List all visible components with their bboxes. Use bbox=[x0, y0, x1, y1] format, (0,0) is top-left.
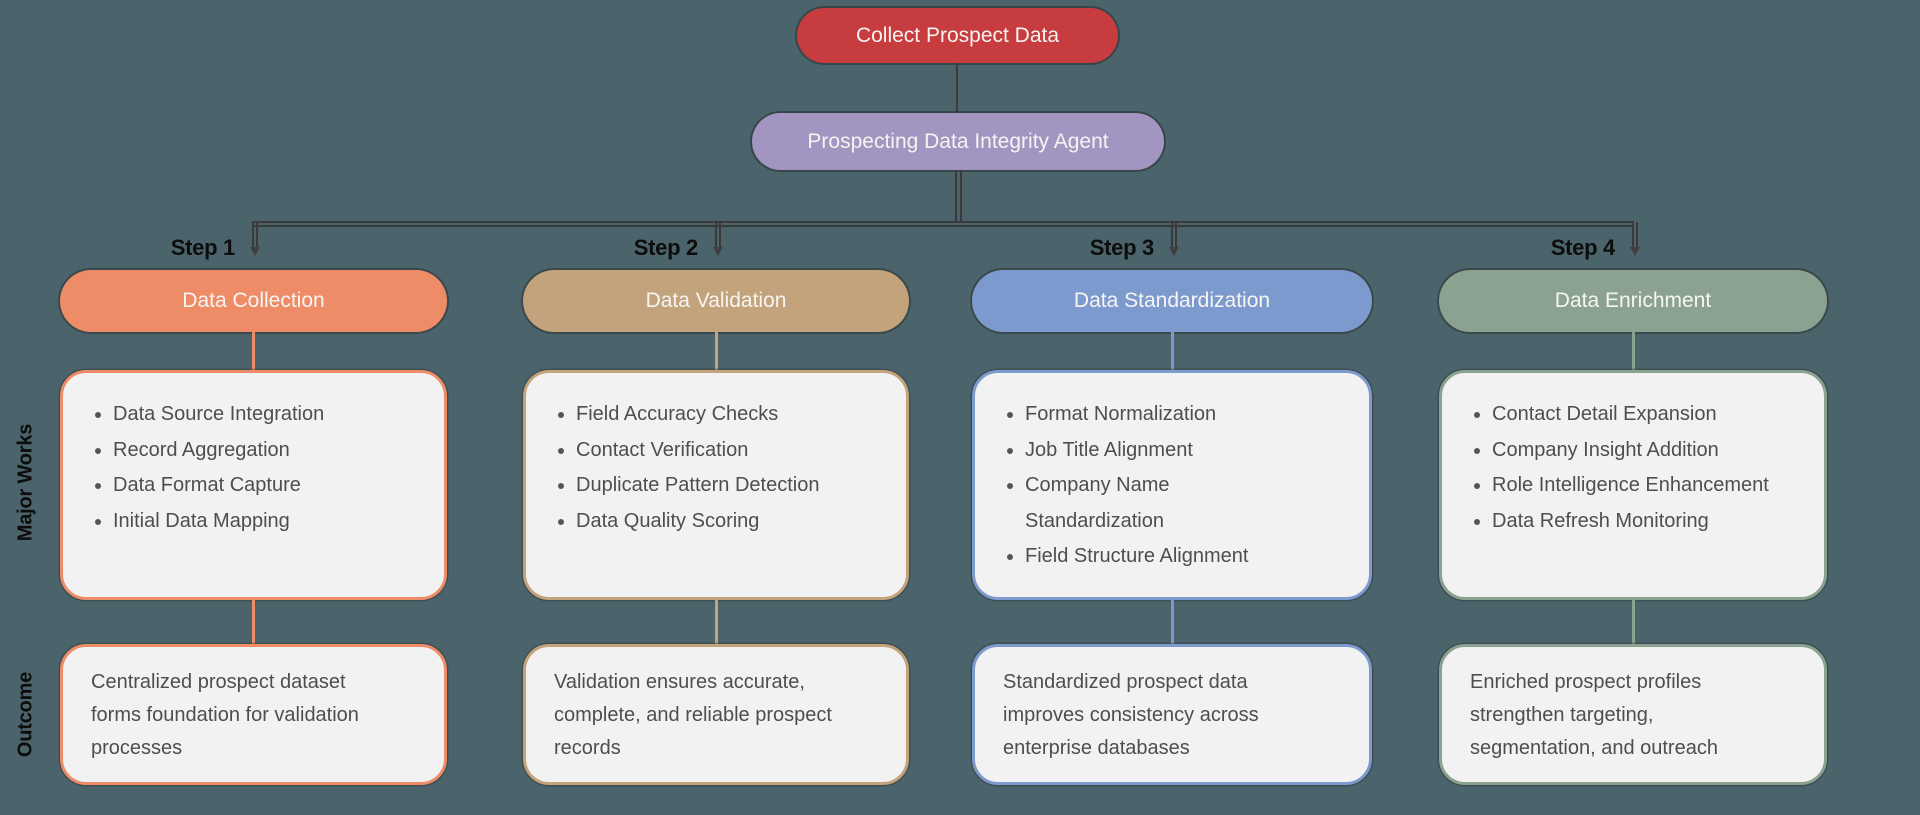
works-item: Company Insight Addition bbox=[1492, 433, 1814, 469]
major-works-card: Data Source Integration Record Aggregati… bbox=[60, 370, 447, 600]
works-item: Field Structure Alignment bbox=[1025, 539, 1359, 575]
connector-drop-step3 bbox=[1171, 222, 1173, 248]
row-label-outcome: Outcome bbox=[14, 671, 37, 758]
connector-works-outcome bbox=[1631, 600, 1635, 644]
step-label-3: Step 3 bbox=[1089, 235, 1155, 260]
outcome-card: Centralized prospect dataset forms found… bbox=[60, 644, 447, 785]
connector-drop-step2 bbox=[715, 222, 717, 248]
major-works-card: Field Accuracy Checks Contact Verificati… bbox=[523, 370, 909, 600]
connector-header-works bbox=[714, 332, 718, 370]
works-item: Initial Data Mapping bbox=[113, 504, 434, 540]
column-step4: Data Enrichment Contact Detail Expansion… bbox=[1439, 270, 1827, 785]
step-header: Data Validation bbox=[523, 270, 909, 332]
connector-root-agent bbox=[956, 63, 958, 113]
outcome-text: Enriched prospect profiles strengthen ta… bbox=[1470, 671, 1718, 759]
step-header: Data Collection bbox=[60, 270, 447, 332]
works-item: Contact Detail Expansion bbox=[1492, 397, 1814, 433]
step-header: Data Enrichment bbox=[1439, 270, 1827, 332]
step-label-1: Step 1 bbox=[170, 235, 236, 260]
works-item: Data Refresh Monitoring bbox=[1492, 504, 1814, 540]
connector-header-works bbox=[1170, 332, 1174, 370]
major-works-card: Contact Detail Expansion Company Insight… bbox=[1439, 370, 1827, 600]
major-works-list: Field Accuracy Checks Contact Verificati… bbox=[526, 373, 906, 539]
connector-works-outcome bbox=[252, 600, 255, 644]
step-label-4: Step 4 bbox=[1550, 235, 1616, 260]
outcome-card: Validation ensures accurate, complete, a… bbox=[523, 644, 909, 785]
works-item: Duplicate Pattern Detection bbox=[576, 468, 896, 504]
works-item: Role Intelligence Enhancement bbox=[1492, 468, 1814, 504]
connector-trunk-horizontal bbox=[252, 221, 1634, 223]
agent-node: Prospecting Data Integrity Agent bbox=[752, 113, 1164, 170]
works-item: Record Aggregation bbox=[113, 433, 434, 469]
arrow-down-icon bbox=[250, 247, 260, 256]
connector-agent-trunk bbox=[955, 170, 957, 223]
major-works-card: Format Normalization Job Title Alignment… bbox=[972, 370, 1372, 600]
column-step3: Data Standardization Format Normalizatio… bbox=[972, 270, 1372, 785]
step-label-2: Step 2 bbox=[633, 235, 699, 260]
row-label-major-works: Major Works bbox=[14, 423, 37, 542]
works-item: Data Source Integration bbox=[113, 397, 434, 433]
outcome-card: Standardized prospect data improves cons… bbox=[972, 644, 1372, 785]
major-works-list: Format Normalization Job Title Alignment… bbox=[975, 373, 1369, 575]
works-item: Job Title Alignment bbox=[1025, 433, 1359, 469]
works-item: Data Format Capture bbox=[113, 468, 434, 504]
works-item: Contact Verification bbox=[576, 433, 896, 469]
works-item: Field Accuracy Checks bbox=[576, 397, 896, 433]
column-step2: Data Validation Field Accuracy Checks Co… bbox=[523, 270, 909, 785]
connector-header-works bbox=[252, 332, 255, 370]
column-step1: Data Collection Data Source Integration … bbox=[60, 270, 447, 785]
outcome-card: Enriched prospect profiles strengthen ta… bbox=[1439, 644, 1827, 785]
connector-drop-step4 bbox=[1632, 222, 1634, 248]
step-header: Data Standardization bbox=[972, 270, 1372, 332]
arrow-down-icon bbox=[1630, 247, 1640, 256]
outcome-text: Centralized prospect dataset forms found… bbox=[91, 671, 359, 759]
works-item: Format Normalization bbox=[1025, 397, 1359, 433]
arrow-down-icon bbox=[1169, 247, 1179, 256]
major-works-list: Contact Detail Expansion Company Insight… bbox=[1442, 373, 1824, 539]
outcome-text: Standardized prospect data improves cons… bbox=[1003, 671, 1259, 759]
works-item: Data Quality Scoring bbox=[576, 504, 896, 540]
root-node: Collect Prospect Data bbox=[797, 8, 1118, 63]
connector-header-works bbox=[1631, 332, 1635, 370]
connector-drop-step1 bbox=[252, 222, 254, 248]
works-item: Company Name Standardization bbox=[1025, 468, 1265, 539]
outcome-text: Validation ensures accurate, complete, a… bbox=[554, 671, 832, 759]
connector-works-outcome bbox=[1170, 600, 1174, 644]
arrow-down-icon bbox=[713, 247, 723, 256]
major-works-list: Data Source Integration Record Aggregati… bbox=[63, 373, 444, 539]
connector-works-outcome bbox=[714, 600, 718, 644]
